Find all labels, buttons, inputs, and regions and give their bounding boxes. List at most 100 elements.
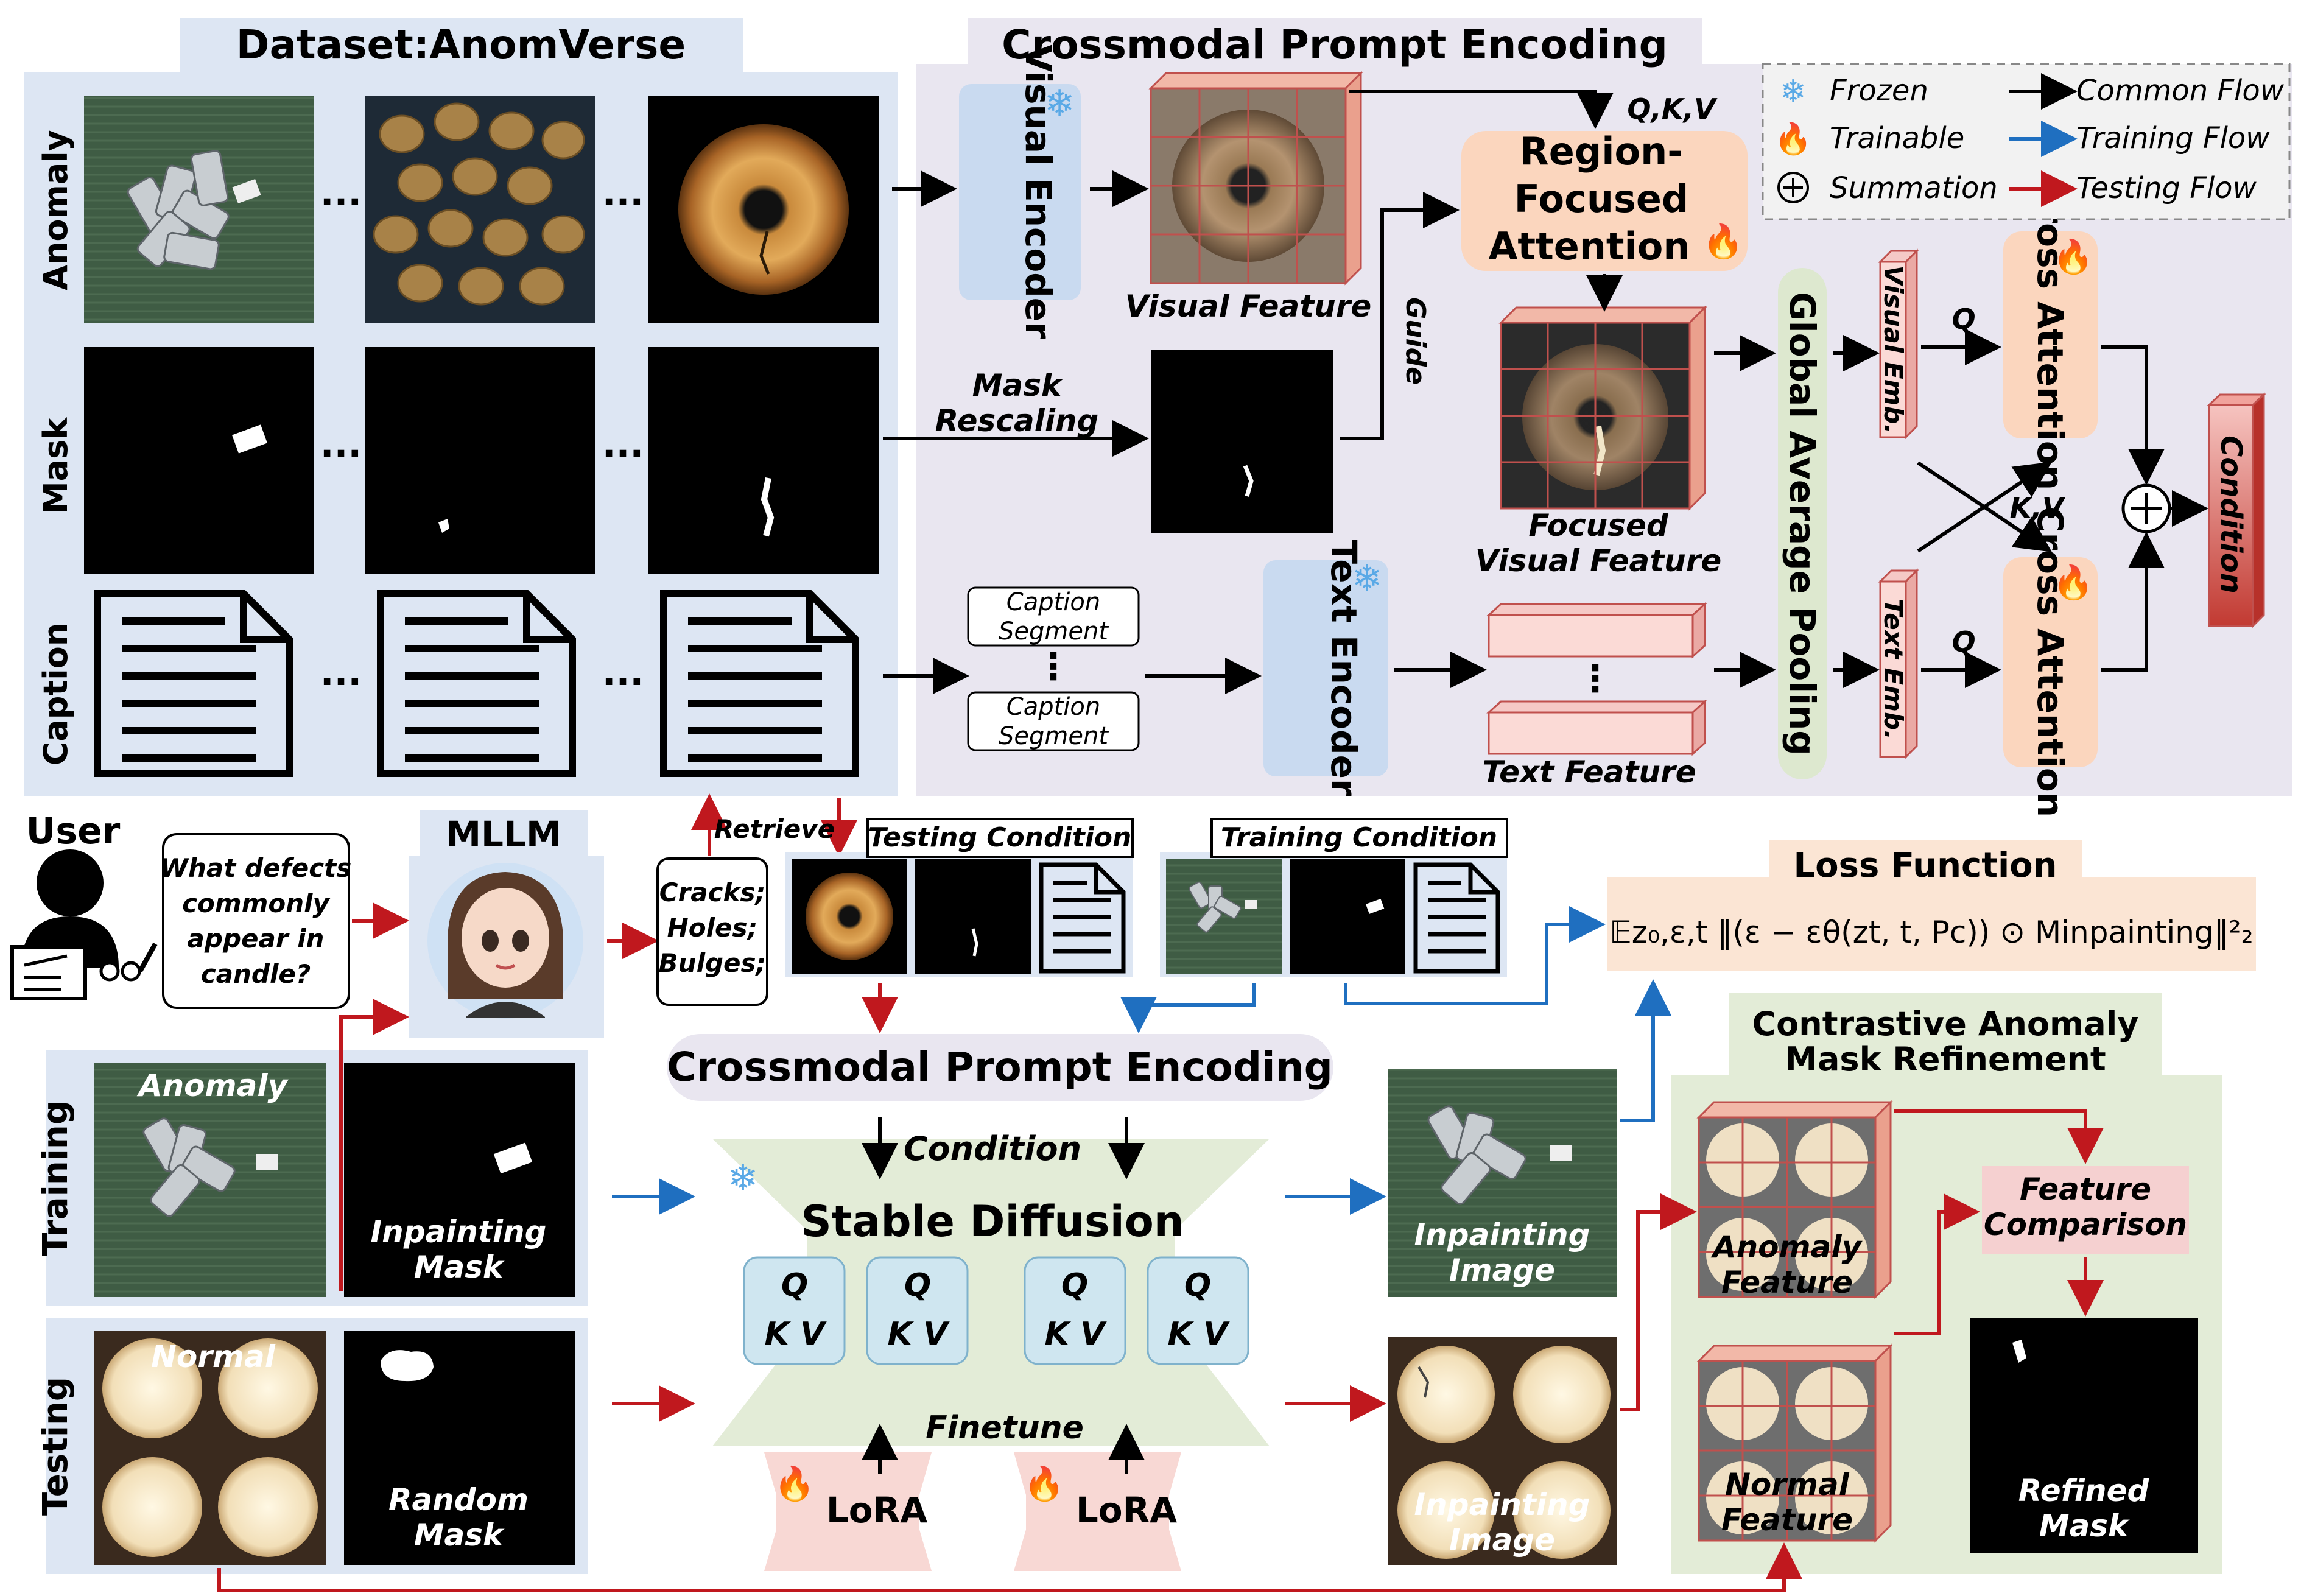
cpe-title-tab — [968, 18, 1702, 76]
legend-training: Training Flow — [2076, 121, 2270, 155]
q-label-bottom: Q — [1951, 625, 1975, 658]
cpe-arrows — [883, 90, 2208, 694]
qkv-block-q: Q — [1184, 1267, 1211, 1304]
visual-encoder-label: Visual Encoder — [1017, 44, 1059, 339]
question-bubble — [162, 833, 350, 1009]
loss-function-title: Loss Function — [1793, 846, 2057, 885]
legend-frozen: Frozen — [1830, 74, 1928, 108]
caption-segment-box-2 — [967, 691, 1140, 751]
caption-segment-vdots: ⋮ — [1035, 645, 1072, 688]
qkv-block-kv: K V — [1168, 1316, 1230, 1352]
text-emb-bar — [1878, 568, 1919, 759]
dataset-title: Dataset:AnomVerse — [236, 21, 686, 68]
snowflake-icon-sd: ❄ — [728, 1157, 758, 1200]
cpe-title: Crossmodal Prompt Encoding — [1002, 21, 1668, 68]
qkv-block-1: Q K V — [743, 1256, 846, 1365]
row-label-anomaly: Anomaly — [37, 130, 75, 290]
normal-candle-image — [94, 1331, 326, 1565]
anomaly-image-bagel — [648, 96, 879, 323]
cpe-panel: Crossmodal Prompt Encoding Visual Encode… — [916, 18, 2292, 817]
visual-encoder-text: Visual Encoder — [1017, 44, 1059, 339]
cross-attention-box-top — [2003, 231, 2098, 438]
loss-function-panel — [1607, 877, 2256, 971]
anomaly-image-walnuts — [365, 96, 595, 323]
testing-condition-bagel — [792, 859, 907, 974]
training-label: Training — [36, 1100, 76, 1256]
normal-feature-cube — [1696, 1343, 1893, 1543]
caption-segment-box-1 — [967, 586, 1140, 647]
dataset-panel: Dataset:AnomVerse Anomaly Mask Caption — [24, 18, 898, 796]
qkv-block-q: Q — [1061, 1267, 1088, 1304]
flame-icon-rfa: 🔥 — [1702, 222, 1743, 261]
ellipsis-anomaly-2: ··· — [602, 181, 644, 223]
gap-box — [1778, 268, 1827, 779]
finetune-label: Finetune — [926, 1410, 1084, 1446]
text-encoder-text: Text Encoder — [1323, 540, 1365, 796]
lora-shape-2 — [1014, 1452, 1181, 1571]
legend-common: Common Flow — [2076, 74, 2285, 108]
training-condition-tab — [1210, 818, 1508, 858]
cpe-pill — [667, 1034, 1333, 1101]
inpainting-image-testing — [1388, 1337, 1617, 1565]
ellipsis-mask-1: ··· — [320, 432, 362, 475]
lora-shape-1 — [764, 1452, 932, 1571]
flame-icon-ca-top: 🔥 — [2053, 237, 2093, 276]
caption-document-icon-3 — [660, 590, 859, 777]
lora-label-1: LoRA — [826, 1489, 927, 1531]
inpainting-image-training — [1388, 1069, 1617, 1297]
text-feature-label: Text Feature — [1482, 754, 1696, 790]
refined-mask-image — [1970, 1318, 2198, 1553]
cpe-pill-label: Crossmodal Prompt Encoding — [667, 1044, 1333, 1091]
qkv-block-kv: K V — [765, 1316, 827, 1352]
testing-condition-caption-icon — [1039, 862, 1126, 974]
ellipsis-mask-2: ··· — [602, 432, 644, 475]
training-condition-caption-icon — [1413, 862, 1500, 974]
caption-document-icon-2 — [377, 590, 576, 777]
visual-feature-label: Visual Feature — [1125, 289, 1372, 324]
cross-attention-label-bottom: Cross Attention — [2029, 507, 2071, 817]
flame-icon-ca-bottom: 🔥 — [2053, 563, 2093, 602]
visual-emb-bar — [1878, 248, 1919, 440]
kv-label: K,V — [2010, 491, 2066, 524]
user-icon — [10, 849, 158, 1000]
ellipsis-caption-1: ··· — [320, 661, 362, 703]
text-feature-vdots: ⋮ — [1577, 658, 1614, 700]
bottom-training-arrows — [612, 906, 1671, 1215]
training-condition-label: Training Condition — [1221, 822, 1497, 853]
region-focused-attention-box — [1461, 131, 1748, 271]
bottom-testing-arrows — [217, 983, 2104, 1592]
feature-comparison-box — [1982, 1166, 2189, 1254]
training-anomaly-image — [94, 1063, 326, 1297]
text-encoder-label: Text Encoder — [1323, 540, 1365, 796]
qkv-block-4: Q K V — [1147, 1256, 1249, 1365]
caption-document-icon-1 — [94, 590, 293, 777]
testing-condition-label: Testing Condition — [868, 822, 1132, 853]
testing-condition-tab — [866, 818, 1134, 858]
training-condition-image — [1166, 859, 1282, 974]
condition-bar — [2207, 392, 2266, 628]
rescaled-mask-crack — [1243, 465, 1254, 497]
mllm-avatar-icon — [427, 863, 583, 1019]
anomaly-feature-cube — [1696, 1100, 1893, 1299]
q-label-top: Q — [1951, 303, 1975, 336]
cross-attention-box-bottom — [2003, 557, 2098, 767]
mllm-title-tab — [420, 810, 588, 857]
legend-testing: Testing Flow — [2076, 171, 2257, 205]
ellipsis-anomaly-1: ··· — [320, 181, 362, 223]
condition-label: Condition — [2214, 435, 2248, 594]
anomaly-image-metal-nut — [84, 96, 314, 323]
mask-image-2 — [365, 347, 595, 574]
inpainting-mask-image — [344, 1063, 575, 1297]
summation-icon-legend — [1777, 172, 1809, 203]
visual-encoder-box — [959, 84, 1081, 300]
